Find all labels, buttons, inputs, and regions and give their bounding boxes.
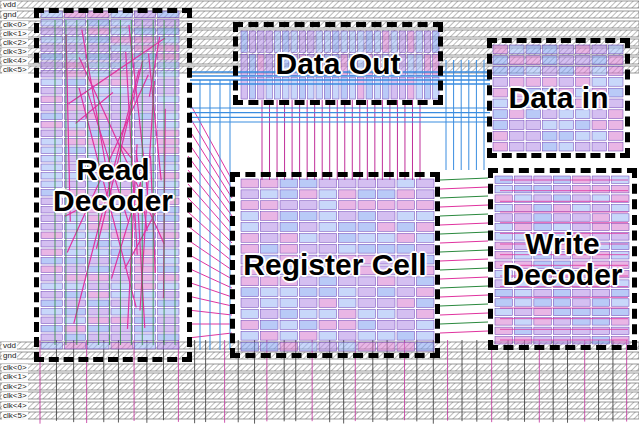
pin-name: clk<3> [2,48,28,56]
pin-name: clk<0> [2,364,28,372]
circuit-block: Data in [487,38,630,158]
block-label: Data Out [275,48,400,80]
block-label: Write Decoder [496,228,629,291]
pin-name: clk<2> [2,39,28,47]
block-label: Read Decoder [43,154,183,217]
circuit-block: Data Out [233,22,443,105]
block-label: Register Cell [243,249,426,281]
pin-name: clk<0> [2,21,28,29]
pin-name: gnd [2,11,17,19]
pin-name: clk<4> [2,57,28,65]
pin-name: clk<1> [2,30,28,38]
pin-name: clk<1> [2,373,28,381]
pin-name: vdd [2,342,17,350]
block-label: Data in [508,82,608,114]
pin-name: gnd [2,352,17,360]
pin-name: clk<3> [2,392,28,400]
circuit-block: Write Decoder [488,168,637,350]
pin-name: clk<4> [2,402,28,410]
circuit-block: Register Cell [230,172,440,358]
pin-name: clk<2> [2,383,28,391]
circuit-block: Read Decoder [34,8,192,362]
pin-name: clk<5> [2,66,28,74]
pin-name: clk<5> [2,412,28,420]
pin-name: vdd [2,1,17,9]
